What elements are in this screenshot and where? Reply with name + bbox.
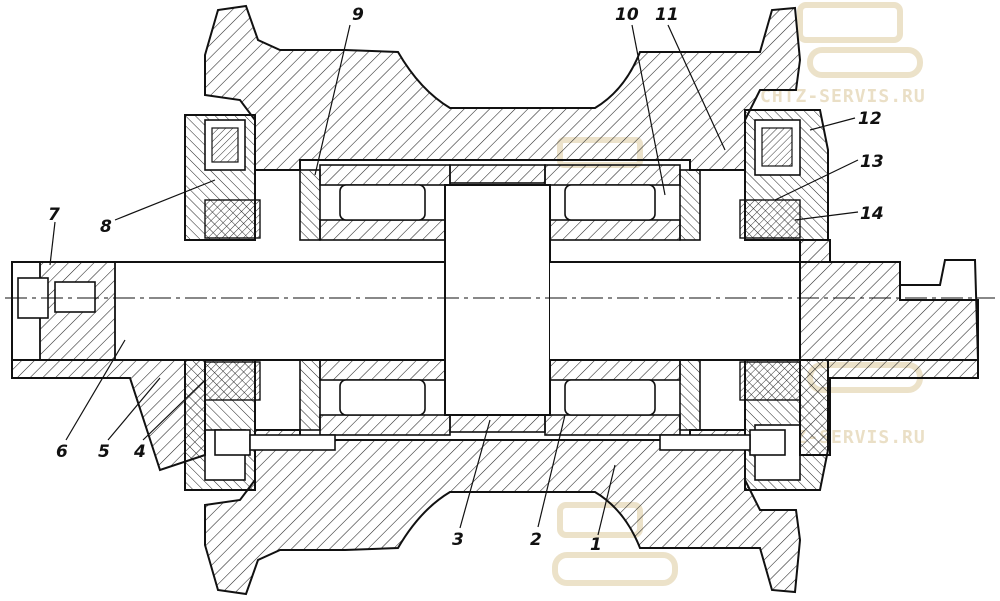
- callout-8: 8: [100, 217, 112, 237]
- callout-3: 3: [452, 530, 464, 550]
- callout-11: 11: [655, 5, 679, 25]
- callout-1: 1: [590, 535, 602, 555]
- bracket-left: [11, 359, 206, 472]
- callout-14: 14: [860, 204, 884, 224]
- roller-body-lower: [204, 429, 802, 596]
- thrust-ring-right-lower: [679, 359, 701, 431]
- watermark-text-1: CHTZ-SERVIS.RU: [760, 86, 926, 107]
- bearing-right-lower: [544, 359, 681, 436]
- bracket-right: [799, 239, 979, 456]
- callout-6: 6: [56, 442, 68, 462]
- bolt-left: [214, 429, 336, 456]
- callouts: 1 2 3 4 5 6 7 8 9 10 11 12 13 14: [48, 5, 884, 555]
- callout-12: 12: [858, 109, 882, 129]
- callout-13: 13: [860, 152, 884, 172]
- leader-lines: [49, 24, 859, 536]
- thrust-ring-left: [299, 169, 321, 241]
- bearing-right-upper: [544, 164, 681, 241]
- bolt-right: [659, 429, 786, 456]
- callout-9: 9: [352, 5, 364, 25]
- thrust-ring-right: [679, 169, 701, 241]
- axle: [11, 184, 551, 416]
- callout-2: 2: [530, 530, 542, 550]
- callout-4: 4: [133, 442, 146, 462]
- center-spacer-upper: [449, 164, 546, 184]
- thrust-ring-left-lower: [299, 359, 321, 431]
- roller-body-upper: [204, 4, 802, 171]
- callout-5: 5: [98, 442, 110, 462]
- callout-7: 7: [48, 205, 60, 225]
- bearing-left-lower: [319, 359, 451, 436]
- bearing-left-upper: [319, 164, 451, 241]
- callout-10: 10: [615, 5, 639, 25]
